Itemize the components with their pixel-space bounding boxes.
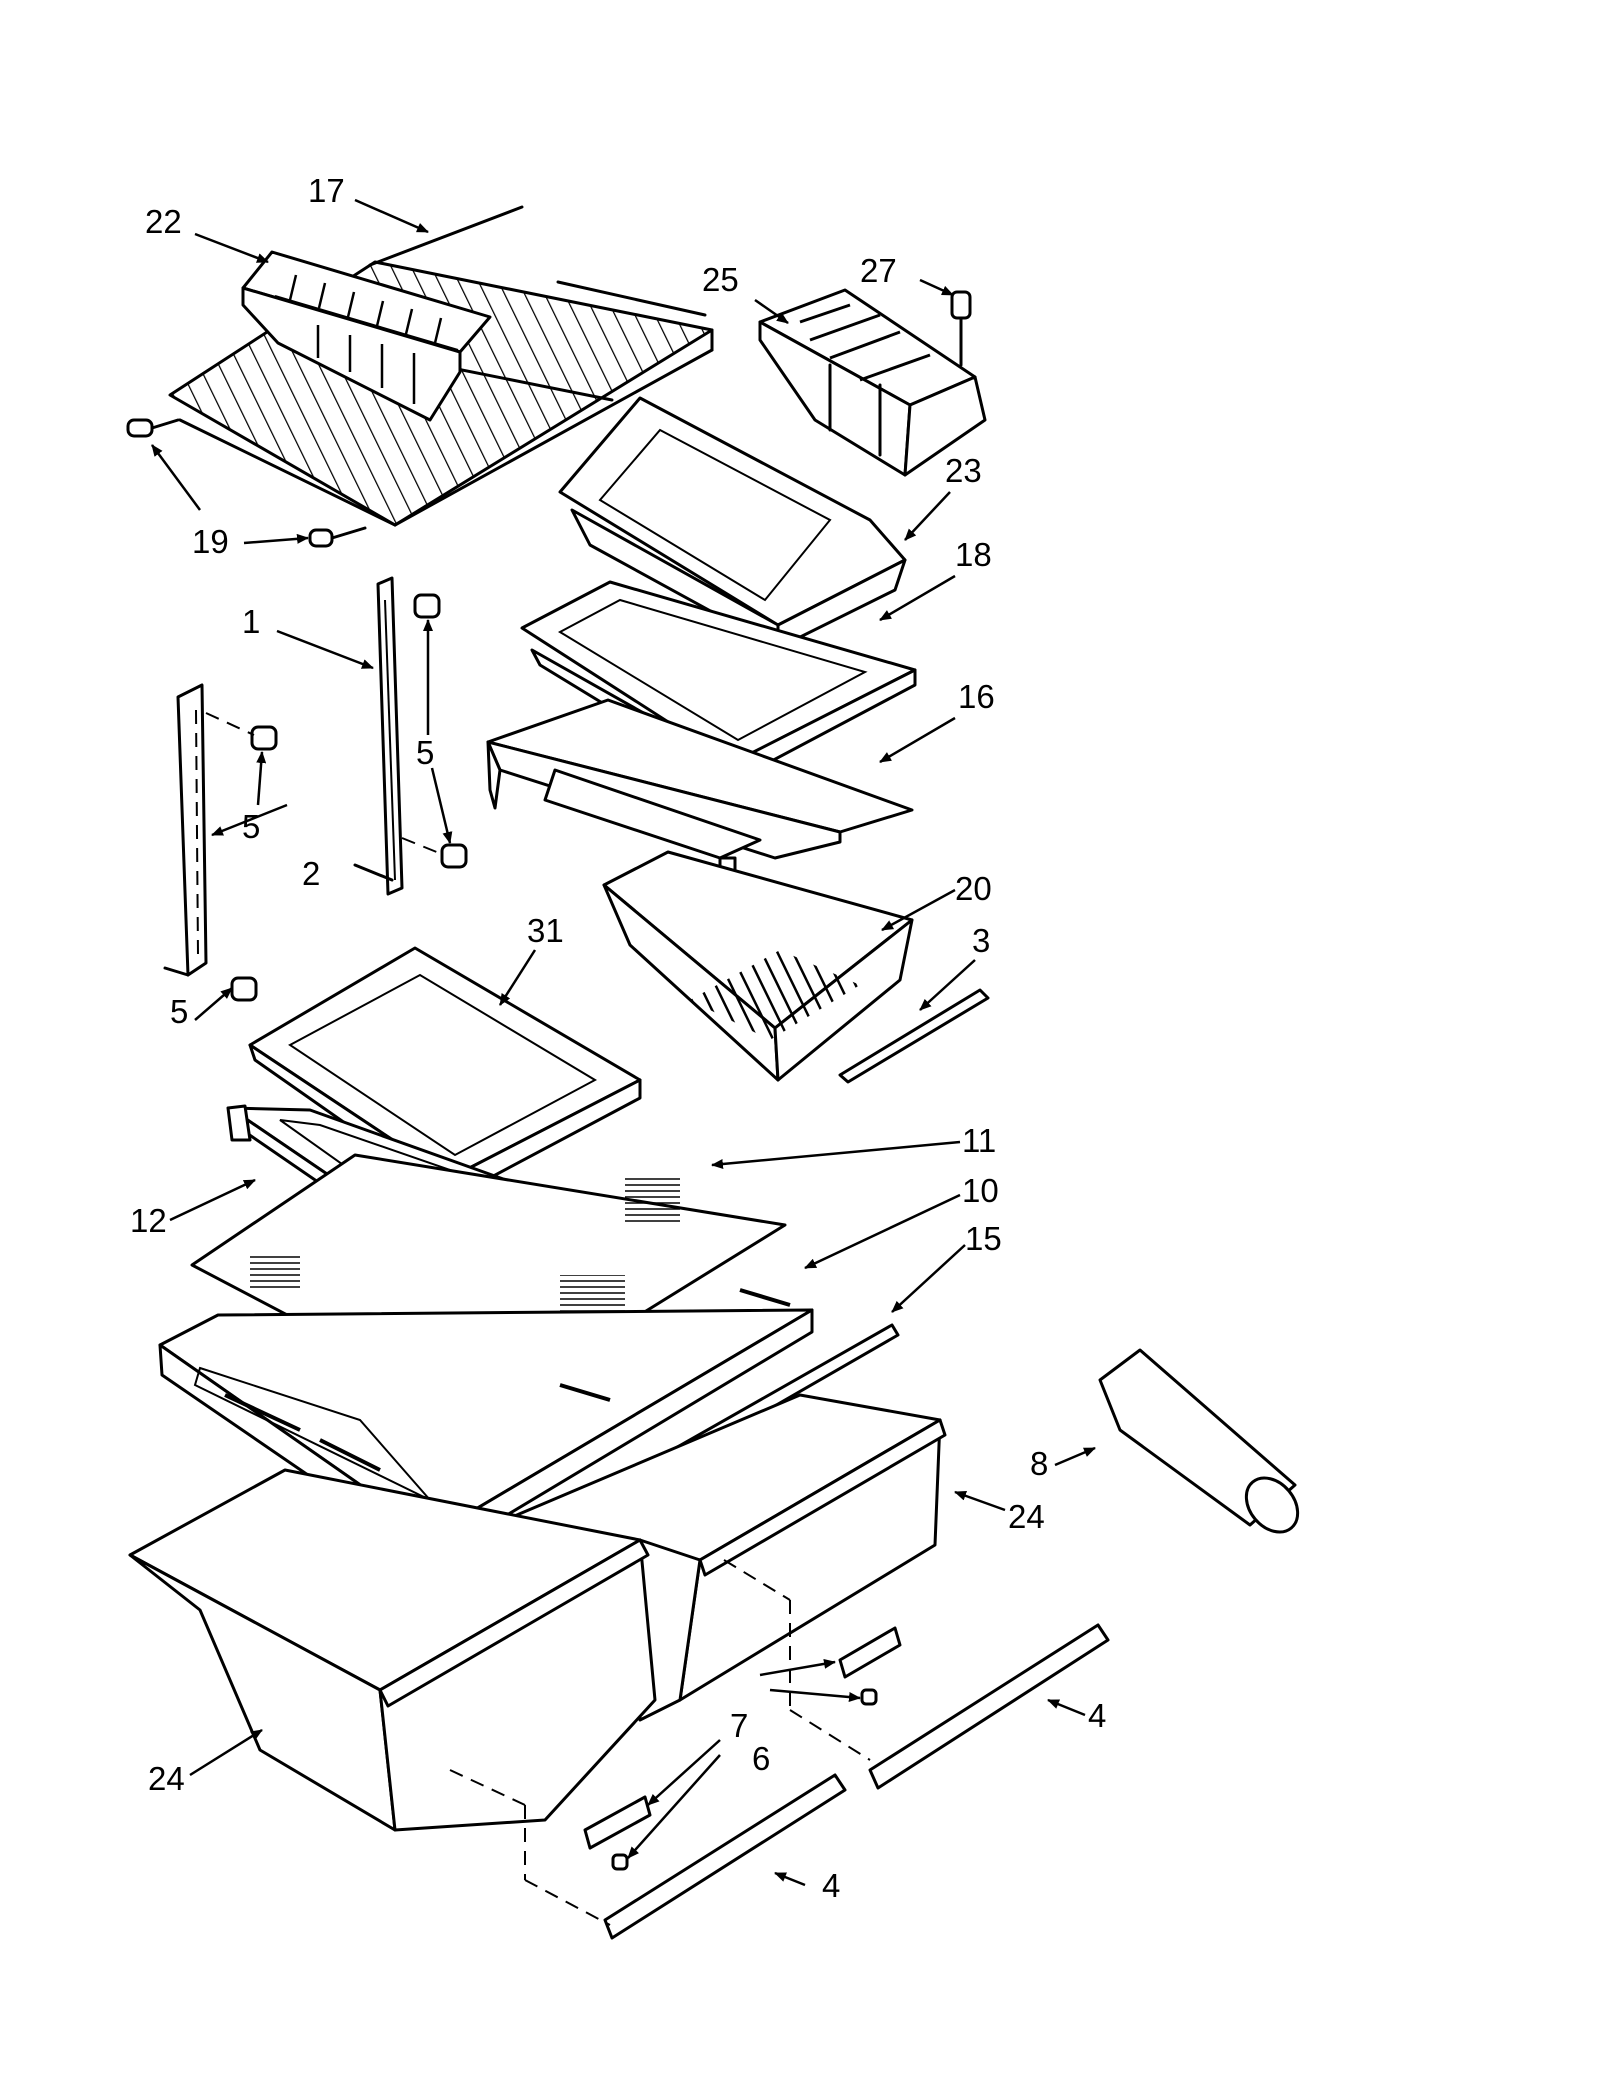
crisper-bin-left [128,1468,657,1832]
callout-4-left: 4 [822,1867,840,1904]
bracket-screw [950,290,972,367]
crisper-bin-right [503,1393,947,1722]
bin-clip-left [583,1795,652,1850]
callout-8: 8 [1030,1445,1048,1482]
callout-25: 25 [702,261,739,298]
callout-2: 2 [302,855,320,892]
callout-11: 11 [962,1122,996,1159]
callout-20: 20 [955,870,992,907]
callout-31: 31 [527,912,564,949]
callout-7: 7 [730,1707,748,1744]
callout-6: 6 [752,1740,770,1777]
shelf-stud-right [308,526,367,548]
drawer-trim [838,988,990,1084]
pan-bracket [758,288,987,477]
callout-24-right: 24 [1008,1498,1045,1535]
callout-5-lower: 5 [170,993,188,1030]
callout-4-right: 4 [1088,1697,1106,1734]
callout-22: 22 [145,203,182,240]
shelf-ladder-left [163,683,208,977]
crisper-drawer [602,850,914,1082]
callout-23: 23 [945,452,982,489]
shelf-ladder-right [353,576,404,896]
callout-17: 17 [308,172,345,209]
meat-pan [558,396,907,650]
callout-27: 27 [860,252,897,289]
ladder-screw [440,843,468,869]
bin-clip-right [838,1626,902,1679]
callout-15: 15 [965,1220,1002,1257]
bin-trim-right [868,1623,1110,1790]
callout-19: 19 [192,523,229,560]
egg-tray [241,250,492,422]
ladder-screw [413,593,441,619]
callout-24-left: 24 [148,1760,185,1797]
callout-10: 10 [962,1172,999,1209]
shelf-stud-left [126,418,180,438]
callout-5-upper: 5 [416,734,434,771]
callout-5-left: 5 [242,808,260,845]
callout-1: 1 [242,603,260,640]
bin-fastener [611,1853,629,1871]
callout-16: 16 [958,678,995,715]
door-bar [1098,1348,1300,1534]
callout-3: 3 [972,922,990,959]
bin-fastener [860,1688,878,1706]
callout-12: 12 [130,1202,167,1239]
callout-18: 18 [955,536,992,573]
ladder-screw [250,725,278,751]
ladder-screw [230,976,258,1002]
leader-arrows [150,198,1096,1887]
bin-trim-left [603,1773,847,1940]
